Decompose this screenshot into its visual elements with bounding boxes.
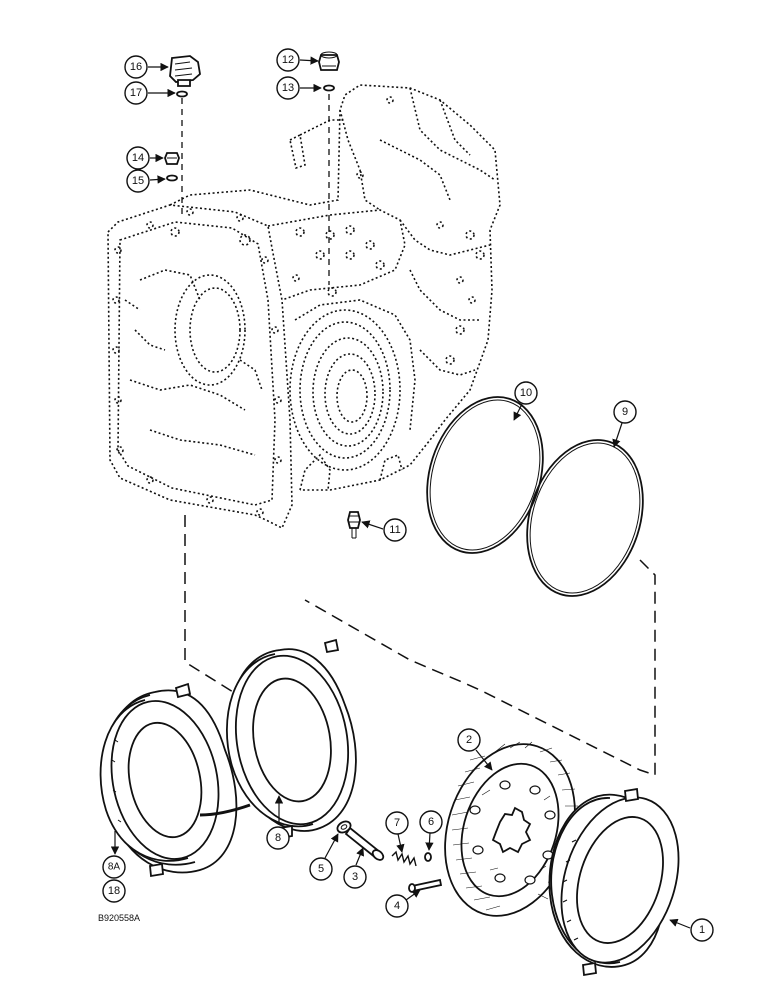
callout-3: 3 (343, 865, 367, 889)
callout-5: 5 (309, 857, 333, 881)
svg-text:16: 16 (130, 61, 142, 73)
callout-8a: 8A (102, 855, 126, 879)
svg-text:13: 13 (282, 82, 294, 94)
callout-9: 9 (613, 400, 637, 424)
svg-text:6: 6 (428, 816, 434, 828)
svg-text:4: 4 (394, 900, 400, 912)
figure-code: B920558A (98, 913, 140, 923)
callout-4: 4 (385, 894, 409, 918)
callout-14: 14 (126, 146, 150, 170)
o-ring-17 (176, 90, 188, 98)
callout-13: 13 (276, 76, 300, 100)
callout-10: 10 (514, 381, 538, 405)
callout-1: 1 (690, 918, 714, 942)
svg-text:10: 10 (520, 387, 532, 399)
svg-text:11: 11 (389, 524, 400, 536)
pressure-plate-1 (548, 787, 680, 977)
svg-text:8: 8 (275, 832, 281, 844)
bleed-screw-11 (347, 511, 361, 539)
callout-18: 18 (102, 879, 126, 903)
svg-text:18: 18 (108, 885, 120, 897)
seal-ring-10 (426, 396, 544, 554)
svg-text:9: 9 (622, 406, 628, 418)
svg-text:15: 15 (132, 175, 144, 187)
callout-2: 2 (457, 728, 481, 752)
pin-3 (344, 826, 385, 861)
callout-7: 7 (385, 811, 409, 835)
svg-text:3: 3 (352, 871, 358, 883)
callout-17: 17 (124, 81, 148, 105)
svg-text:8A: 8A (108, 862, 121, 873)
svg-text:7: 7 (394, 817, 400, 829)
steel-plate-stack-8a (99, 682, 238, 878)
transmission-housing (107, 84, 501, 530)
svg-text:12: 12 (282, 54, 294, 66)
ball-6 (424, 852, 432, 862)
assembly-boundary (184, 515, 656, 777)
svg-text:17: 17 (130, 87, 142, 99)
svg-text:5: 5 (318, 863, 324, 875)
svg-text:2: 2 (466, 734, 472, 746)
callout-8: 8 (266, 826, 290, 850)
friction-disc-2 (444, 741, 579, 917)
plug-12 (318, 51, 340, 71)
svg-text:1: 1 (699, 924, 705, 936)
svg-text:14: 14 (132, 152, 144, 164)
callouts: 1 2 3 4 5 6 7 8 8A 18 9 10 11 (102, 48, 714, 942)
callout-11: 11 (383, 518, 407, 542)
washer-5 (336, 820, 352, 834)
callout-16: 16 (124, 55, 148, 79)
steel-plate-8 (226, 638, 357, 840)
spring-7 (391, 850, 417, 867)
callout-12: 12 (276, 48, 300, 72)
pin-4 (408, 878, 443, 893)
callout-15: 15 (126, 169, 150, 193)
washer-15 (166, 174, 178, 182)
plug-14 (164, 152, 180, 165)
elbow-fitting-16 (169, 55, 201, 87)
seal-ring-9 (526, 439, 644, 597)
callout-6: 6 (419, 810, 443, 834)
o-ring-13 (323, 84, 335, 92)
